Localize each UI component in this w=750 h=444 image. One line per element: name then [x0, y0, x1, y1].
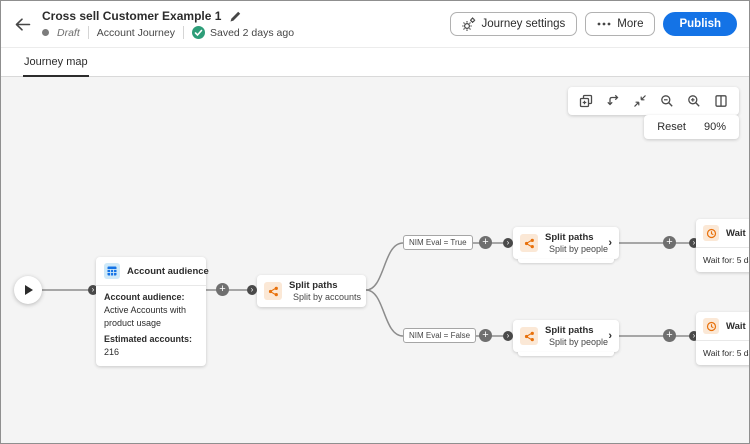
more-dots-icon — [597, 22, 611, 26]
connector-arrow-icon — [689, 331, 699, 341]
add-node-button[interactable] — [663, 236, 676, 249]
divider — [87, 26, 89, 39]
node-estimate: Estimated accounts: 216 — [104, 334, 193, 358]
node-wait-top[interactable]: Wait Wait for: 5 days — [696, 219, 749, 273]
more-label: More — [617, 18, 644, 30]
play-icon — [24, 285, 33, 295]
expand-chevron-icon[interactable]: › — [608, 330, 612, 342]
publish-button[interactable]: Publish — [663, 12, 737, 36]
connector-arrow-icon — [247, 285, 257, 295]
zoom-controls: Reset 90% — [644, 115, 739, 139]
zoom-out-button[interactable] — [655, 91, 679, 111]
connector-arrow-icon — [689, 238, 699, 248]
node-title: Split paths — [545, 325, 594, 336]
journey-canvas[interactable]: Reset 90% NIM Eval = True NIM Eval = Fal… — [1, 77, 749, 443]
split-paths-icon — [264, 282, 282, 300]
node-split-by-people-top[interactable]: Split paths Split by people › — [513, 227, 619, 263]
page-title: Cross sell Customer Example 1 — [42, 9, 222, 23]
canvas-toolbar — [568, 87, 739, 115]
journey-settings-label: Journey settings — [481, 18, 566, 30]
add-node-button[interactable] — [479, 329, 492, 342]
connector-arrow-icon — [88, 285, 98, 295]
zoom-out-icon — [661, 95, 673, 107]
status-dot-icon — [42, 29, 49, 36]
node-title: Wait — [726, 320, 746, 332]
saved-text: Saved 2 days ago — [209, 26, 295, 39]
connector-arrow-icon — [503, 331, 513, 341]
node-split-by-accounts[interactable]: Split paths Split by accounts — [257, 275, 366, 307]
book-icon — [715, 95, 727, 107]
duplicate-icon — [579, 94, 593, 108]
edit-title-button[interactable] — [229, 10, 242, 23]
node-wait-bottom[interactable]: Wait Wait for: 5 days — [696, 312, 749, 366]
fit-view-button[interactable] — [628, 91, 652, 111]
saved-check-icon — [191, 26, 205, 39]
wait-duration: Wait for: 5 days — [703, 255, 749, 265]
tab-journey-map-label: Journey map — [24, 56, 88, 68]
minimap-button[interactable] — [709, 91, 733, 111]
zoom-level[interactable]: 90% — [703, 121, 726, 133]
node-title: Account audience — [127, 265, 209, 277]
split-paths-icon — [520, 327, 538, 345]
node-subtitle: Split by accounts — [289, 292, 361, 302]
status-badge: Draft — [57, 26, 80, 39]
back-arrow-icon — [15, 17, 30, 31]
account-audience-icon — [104, 263, 120, 279]
split-paths-icon — [520, 234, 538, 252]
back-button[interactable] — [11, 13, 33, 35]
reset-zoom-button[interactable]: Reset — [657, 121, 686, 133]
node-title: Split paths — [545, 232, 594, 243]
zoom-in-button[interactable] — [682, 91, 706, 111]
node-subtitle: Split by people — [545, 244, 608, 254]
add-node-button[interactable] — [479, 236, 492, 249]
gear-icon — [461, 17, 475, 31]
node-subtitle: Split by people — [545, 337, 608, 347]
add-node-button[interactable] — [216, 283, 229, 296]
more-button[interactable]: More — [585, 12, 656, 36]
expand-chevron-icon[interactable]: › — [608, 237, 612, 249]
wait-duration: Wait for: 5 days — [703, 348, 749, 358]
journey-type-label: Account Journey — [96, 26, 175, 39]
tab-journey-map[interactable]: Journey map — [23, 48, 89, 77]
saved-status: Saved 2 days ago — [191, 26, 295, 39]
rearrange-arrow-icon — [607, 94, 619, 106]
connector-arrow-icon — [503, 238, 513, 248]
node-split-by-people-bottom[interactable]: Split paths Split by people › — [513, 320, 619, 356]
node-title: Wait — [726, 227, 746, 239]
collapse-arrows-icon — [634, 95, 646, 107]
branch-label-false: NIM Eval = False — [403, 328, 477, 343]
clock-icon — [703, 318, 719, 334]
zoom-in-icon — [688, 95, 700, 107]
journey-start-node[interactable] — [14, 276, 42, 304]
node-account-audience[interactable]: Account audience Account audience: Activ… — [96, 257, 209, 367]
node-description: Account audience: Active Accounts with p… — [104, 292, 187, 329]
publish-label: Publish — [679, 18, 721, 30]
journey-settings-button[interactable]: Journey settings — [449, 12, 578, 36]
divider — [182, 26, 184, 39]
header: Cross sell Customer Example 1 Draft Acco… — [1, 1, 749, 47]
add-node-button[interactable] — [663, 329, 676, 342]
duplicate-button[interactable] — [574, 91, 598, 111]
clock-icon — [703, 225, 719, 241]
tab-bar: Journey map — [1, 47, 749, 77]
branch-label-true: NIM Eval = True — [403, 235, 473, 250]
pencil-icon — [230, 11, 241, 21]
node-title: Split paths — [289, 280, 338, 291]
rearrange-button[interactable] — [601, 91, 625, 111]
